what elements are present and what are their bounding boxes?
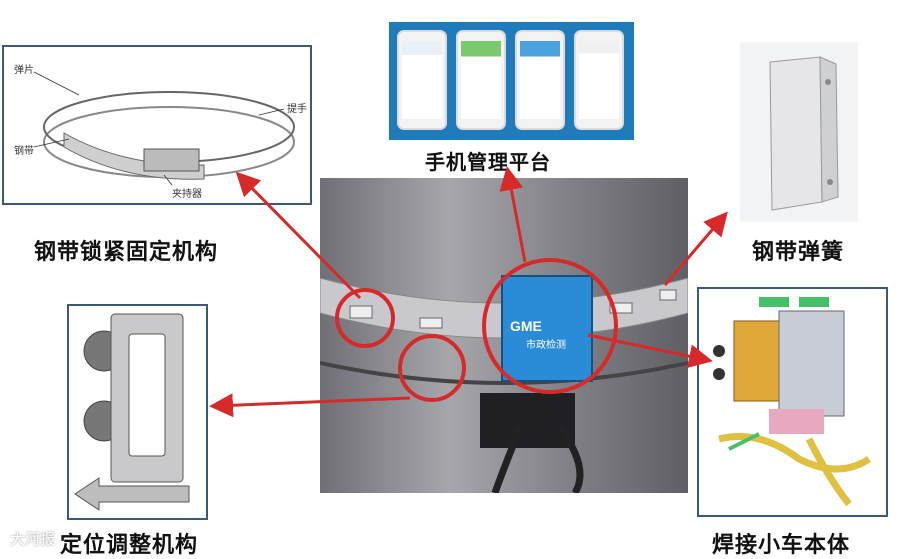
device-logo: GME bbox=[510, 318, 542, 334]
band-spring-image bbox=[740, 42, 858, 222]
phone-platform-label: 手机管理平台 bbox=[425, 150, 551, 174]
clamp-callout: 夹持器 bbox=[172, 189, 202, 200]
arrow-to-band-lock bbox=[235, 171, 362, 300]
steel-band-ring-drawing bbox=[33, 71, 295, 186]
positioning-bracket-drawing bbox=[74, 313, 190, 511]
positioning-panel bbox=[67, 304, 208, 520]
phone-screen-2 bbox=[456, 30, 506, 130]
phone-screen-1 bbox=[397, 30, 447, 130]
spring-bracket-drawing bbox=[769, 56, 839, 211]
arrow-to-positioning bbox=[209, 393, 411, 418]
phone-screen-4 bbox=[574, 30, 624, 130]
trolley-body-drawing bbox=[713, 297, 871, 507]
arrow-to-band-spring bbox=[663, 211, 728, 286]
trolley-body-label: 焊接小车本体 bbox=[712, 533, 851, 558]
arrow-to-trolley-body bbox=[587, 333, 713, 369]
pipe-scene-drawing bbox=[320, 178, 688, 493]
band-spring-label: 钢带弹簧 bbox=[752, 240, 845, 265]
watermark-text: 大河报 bbox=[10, 530, 56, 548]
device-housing bbox=[501, 275, 593, 382]
arrow-to-phone-platform bbox=[499, 166, 527, 263]
spring-piece-callout: 弹片 bbox=[14, 65, 34, 76]
phone-app-screens bbox=[389, 22, 634, 140]
device-name: 市政检测 bbox=[526, 340, 566, 351]
steel-band-callout: 钢带 bbox=[14, 146, 34, 157]
trolley-body-panel bbox=[697, 287, 888, 517]
handle-callout: 提手 bbox=[287, 104, 307, 115]
positioning-label: 定位调整机构 bbox=[60, 533, 199, 558]
phone-screen-3 bbox=[515, 30, 565, 130]
pipe-photo: GME 市政检测 bbox=[320, 178, 688, 493]
band-lock-label: 钢带锁紧固定机构 bbox=[34, 240, 219, 265]
